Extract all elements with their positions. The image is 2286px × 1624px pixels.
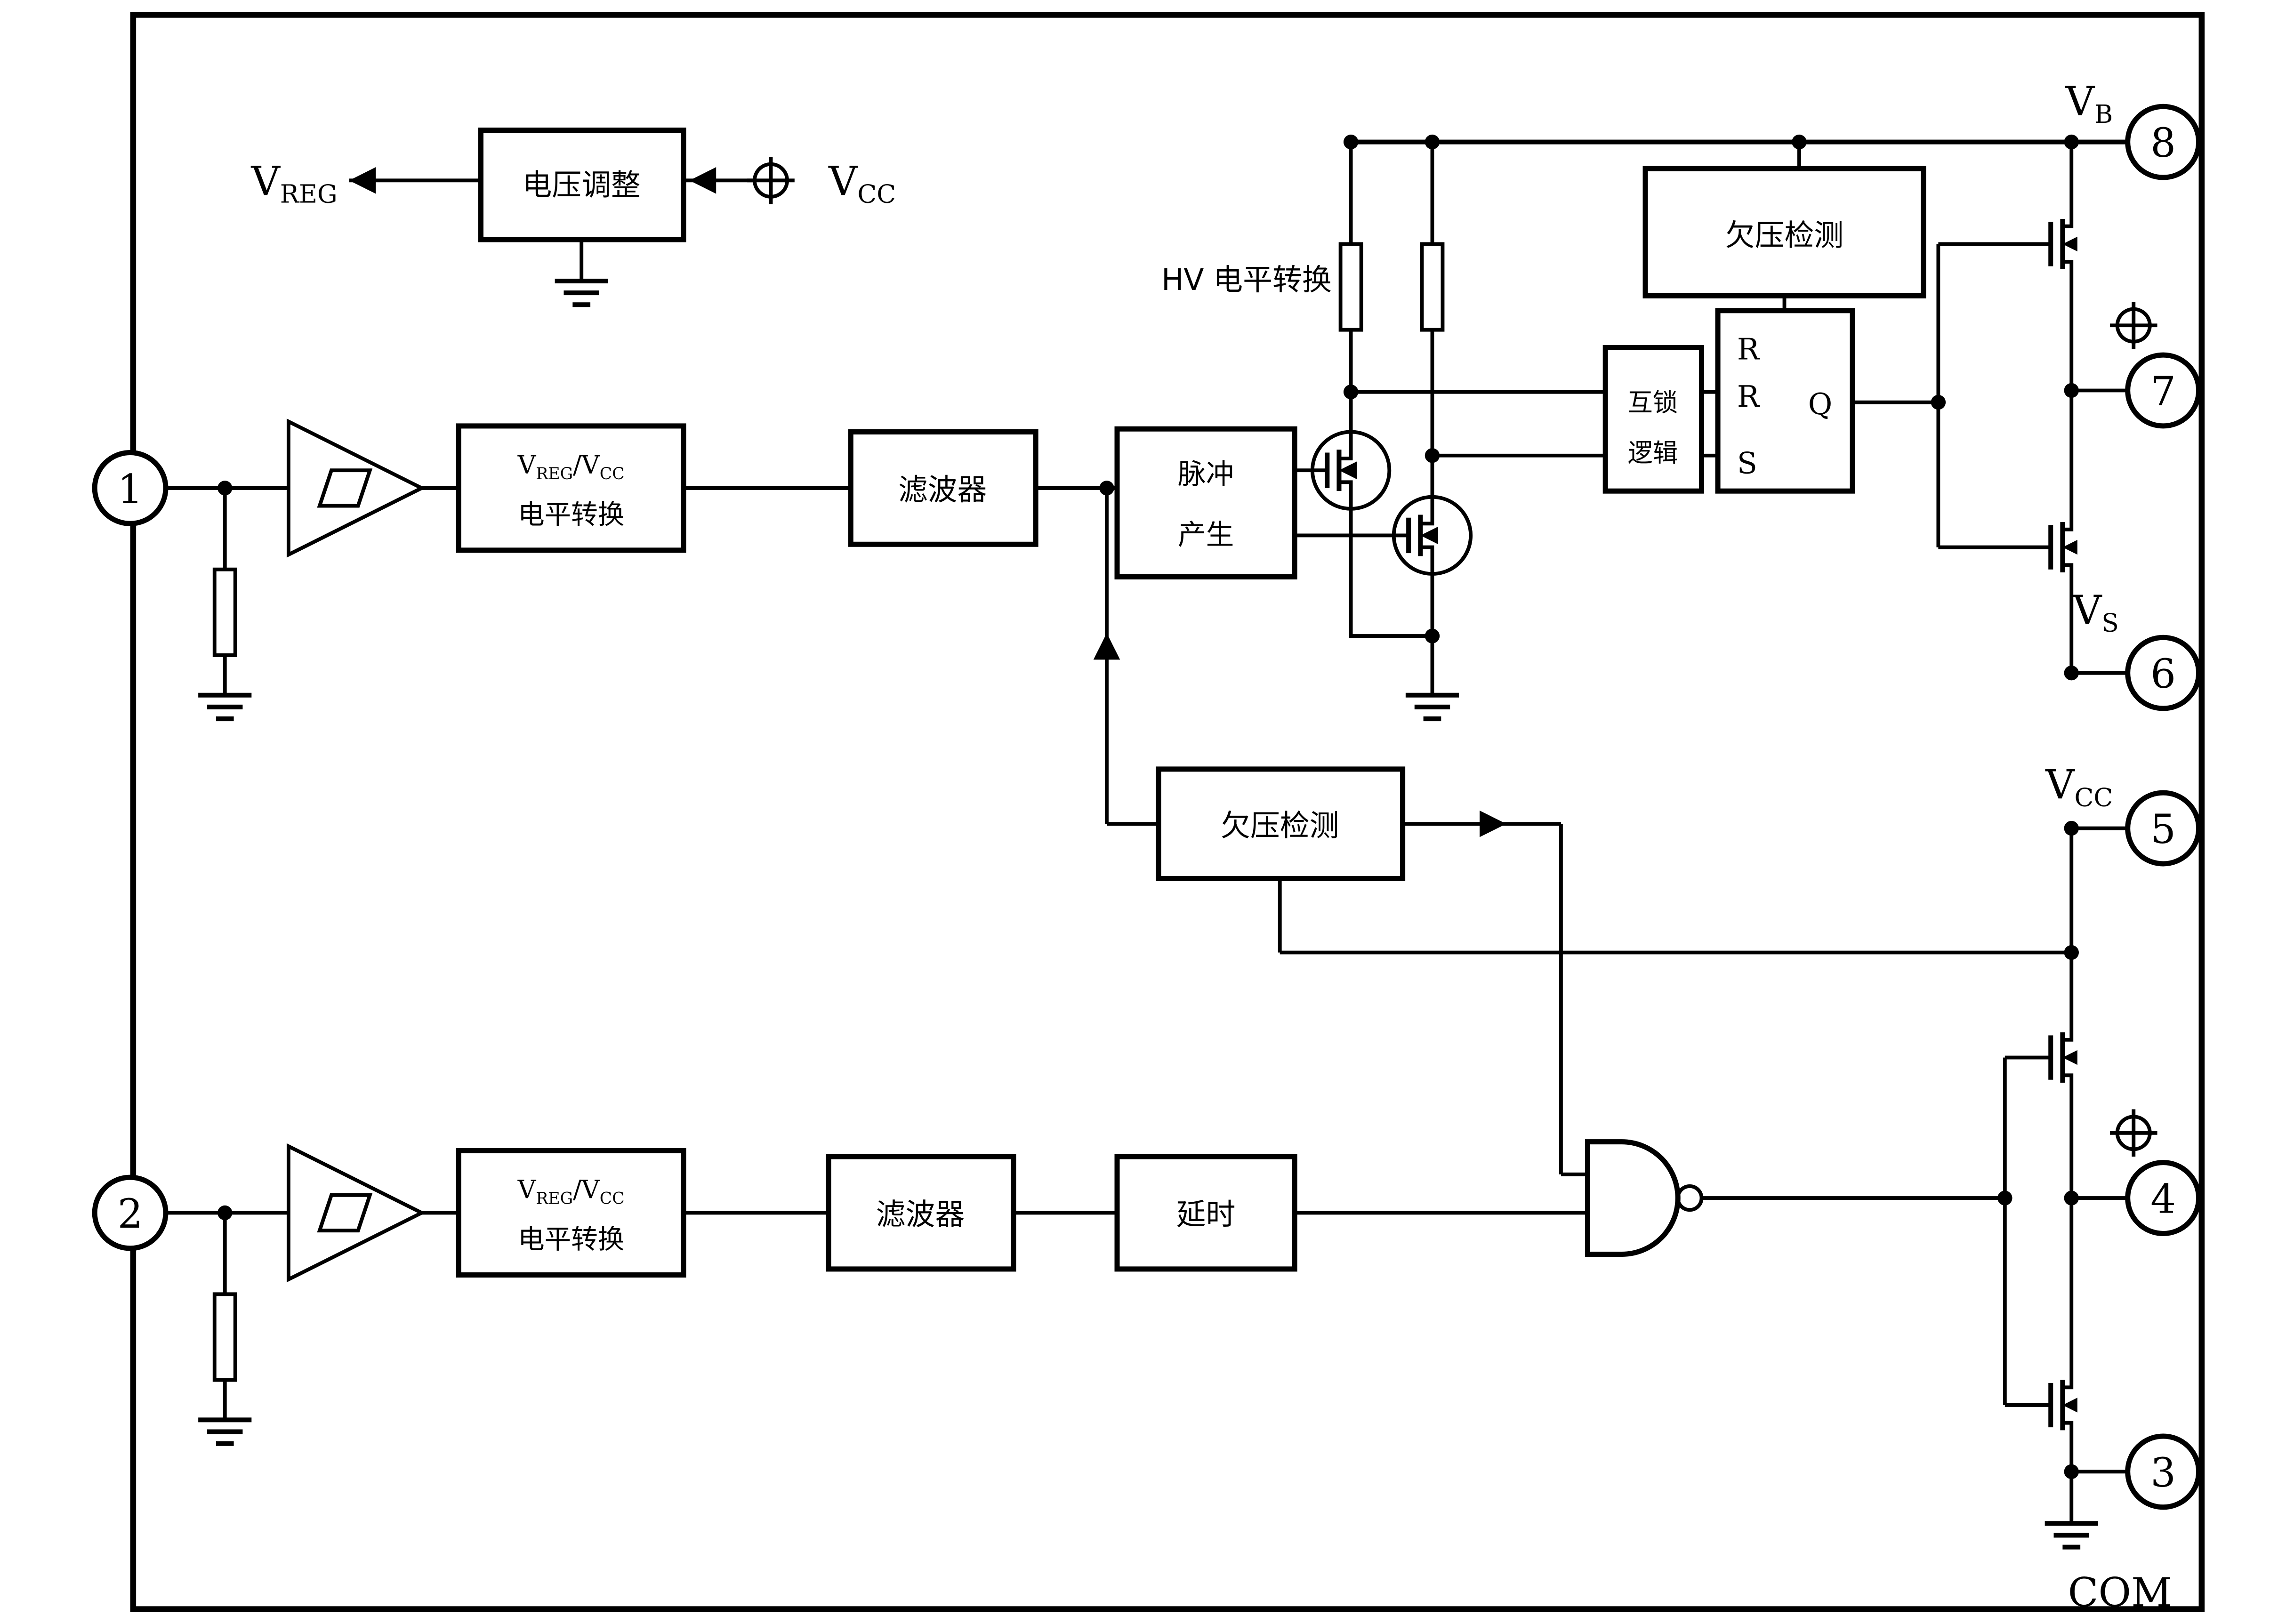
hv-level-shift-label: HV 电平转换 [1161, 263, 1332, 297]
junction-dot [2064, 820, 2079, 836]
right-pins: VB 8 7 VS 6 VCC 5 4 3 COM [2045, 79, 2202, 1616]
pin-1-number: 1 [118, 466, 143, 513]
input-2-section: 2 [92, 1143, 459, 1446]
com-label: COM [2068, 1569, 2172, 1616]
arrowhead-left-icon [689, 167, 716, 194]
pin-3-number: 3 [2150, 1450, 2176, 1496]
wire [1349, 508, 1433, 638]
interlock-latch-section: 互锁 逻辑 R R S Q [1602, 244, 1946, 547]
low-side-output-stage [1997, 952, 2128, 1550]
pin-6 [2125, 635, 2202, 711]
block-interlock-line1: 互锁 [1627, 388, 1678, 418]
pin-7 [2125, 352, 2202, 429]
block-interlock-line2: 逻辑 [1627, 438, 1678, 467]
hysteresis-icon [317, 1193, 373, 1233]
hysteresis-icon [317, 468, 373, 508]
high-side-channel: VREG/VCC 电平转换 滤波器 脉冲 产生 [456, 423, 1297, 579]
block-level-shift-high-line2: 电平转换 [518, 499, 624, 530]
block-delay [1114, 1154, 1297, 1272]
vcc-top-label: VCC [828, 159, 896, 209]
mosfet-icon [1938, 142, 2077, 391]
block-uv-detect-top-label: 欠压检测 [1725, 218, 1843, 253]
block-uv-detect-mid-label: 欠压检测 [1221, 808, 1339, 843]
pin-4-number: 4 [2150, 1176, 2176, 1223]
latch-q-label: Q [1808, 387, 1833, 421]
latch-r-label: R [1737, 379, 1760, 414]
voltage-regulator-section: VREG 电压调整 VCC [250, 128, 896, 307]
junction-dot [1343, 384, 1359, 400]
block-pulse-generator [1114, 426, 1297, 579]
block-level-shift-low-line2: 电平转换 [518, 1224, 624, 1255]
junction-dot [1343, 134, 1359, 150]
block-level-shift-high [456, 423, 686, 553]
mosfet-icon [1295, 430, 1392, 511]
block-filter-low-label: 滤波器 [876, 1198, 965, 1232]
mosfet-icon [1938, 390, 2077, 673]
lo-terminal-icon [2109, 1109, 2157, 1157]
mosfet-icon [2004, 952, 2077, 1198]
high-side-output-stage [1938, 142, 2128, 681]
pin-8 [2125, 104, 2202, 180]
block-level-shift-high-line1: VREG/VCC [517, 450, 625, 483]
block-voltage-regulator-label: 电压调整 [523, 168, 641, 202]
ground-icon [2045, 1521, 2098, 1550]
junction-dot [1425, 628, 1440, 643]
pin-8-number: 8 [2150, 120, 2176, 167]
latch-s-label: S [1737, 446, 1757, 480]
ho-terminal-icon [2109, 301, 2157, 349]
ground-icon [198, 1417, 252, 1446]
block-filter-high-label: 滤波器 [898, 473, 987, 507]
block-filter-low [826, 1154, 1016, 1272]
pin-5 [2125, 790, 2202, 867]
ground-icon [198, 692, 252, 722]
latch-r-top-label: R [1737, 332, 1760, 367]
ground-icon [555, 278, 608, 307]
junction-dot [1425, 134, 1440, 150]
comparator-icon [286, 418, 426, 558]
pin-5-number: 5 [2150, 806, 2176, 853]
vreg-label: VREG [250, 159, 337, 209]
arrowhead-right-icon [1480, 810, 1506, 837]
nand-gate-icon [1585, 1139, 2005, 1257]
vb-label: VB [2065, 79, 2113, 129]
low-side-channel: VREG/VCC 电平转换 滤波器 延时 [456, 1148, 1588, 1278]
block-interlock-logic [1602, 345, 1704, 494]
block-delay-label: 延时 [1176, 1198, 1236, 1232]
block-pulse-generator-line1: 脉冲 [1178, 458, 1234, 490]
pin-6-number: 6 [2150, 651, 2176, 698]
block-uv-detect-top [1642, 166, 1926, 298]
arrowhead-up-icon [1093, 633, 1120, 660]
block-level-shift-low [456, 1148, 686, 1278]
pin-3 [2125, 1433, 2202, 1510]
block-level-shift-low-line1: VREG/VCC [517, 1174, 625, 1208]
block-pulse-generator-line2: 产生 [1178, 519, 1234, 551]
comparator-icon [286, 1143, 426, 1283]
vcc-right-label: VCC [2045, 762, 2113, 812]
mosfet-icon [2004, 1198, 2077, 1472]
ground-icon [1405, 692, 1459, 722]
pin-2-number: 2 [118, 1191, 143, 1238]
vs-label: VS [2072, 587, 2119, 638]
pin-4 [2125, 1160, 2202, 1236]
input-1-section: 1 [92, 418, 459, 722]
uv-detect-top-section: 欠压检测 [1642, 142, 1926, 311]
hv-level-shift-section: HV 电平转换 [1161, 142, 1606, 722]
pin-7-number: 7 [2150, 369, 2176, 415]
vcc-terminal-icon [747, 157, 795, 204]
arrowhead-left-icon [349, 167, 376, 194]
